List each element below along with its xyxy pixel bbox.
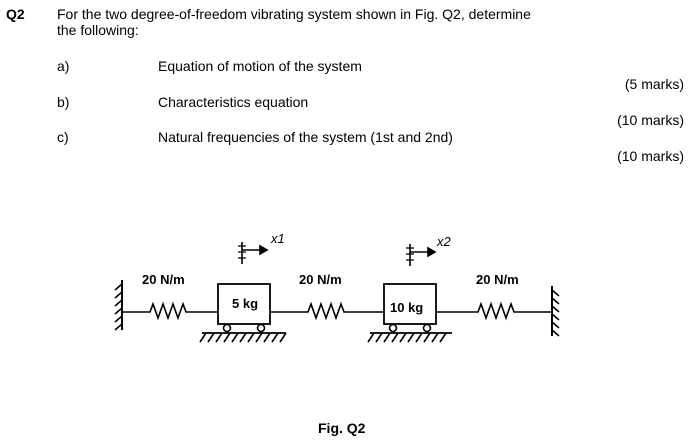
- right-wall: [551, 286, 560, 337]
- part-a-text: Equation of motion of the system: [158, 58, 362, 74]
- displacement-arrow-x1: [238, 242, 269, 264]
- left-wall: [114, 280, 123, 331]
- displacement-label-x2: x2: [436, 234, 452, 249]
- part-a-label: a): [57, 58, 70, 74]
- part-c-label: c): [57, 129, 69, 145]
- spring-3: [436, 301, 552, 321]
- question-prompt-line-1: For the two degree-of-freedom vibrating …: [57, 6, 531, 22]
- spring-3-label: 20 N/m: [476, 272, 519, 287]
- mass-2-label: 10 kg: [390, 300, 423, 315]
- spring-2-label: 20 N/m: [299, 272, 342, 287]
- part-b-text: Characteristics equation: [158, 94, 309, 110]
- ground-2: [367, 332, 452, 343]
- part-a-marks: (5 marks): [624, 76, 684, 92]
- spring-2: [270, 301, 384, 321]
- spring-1: [122, 301, 218, 321]
- displacement-label-x1: x1: [270, 231, 285, 246]
- part-b-label: b): [57, 94, 70, 110]
- part-c-text: Natural frequencies of the system (1st a…: [158, 129, 453, 145]
- spring-1-label: 20 N/m: [142, 272, 185, 287]
- displacement-arrow-x2: [406, 244, 437, 266]
- mass-1-label: 5 kg: [232, 296, 258, 311]
- part-b-marks: (10 marks): [617, 112, 684, 128]
- ground-1: [199, 332, 287, 343]
- question-prompt-line-2: the following:: [57, 22, 139, 38]
- mass-2-block: [383, 283, 437, 333]
- mass-1-block: [217, 283, 271, 333]
- question-number: Q2: [6, 6, 25, 22]
- part-c-marks: (10 marks): [617, 148, 684, 164]
- figure-caption: Fig. Q2: [318, 420, 366, 436]
